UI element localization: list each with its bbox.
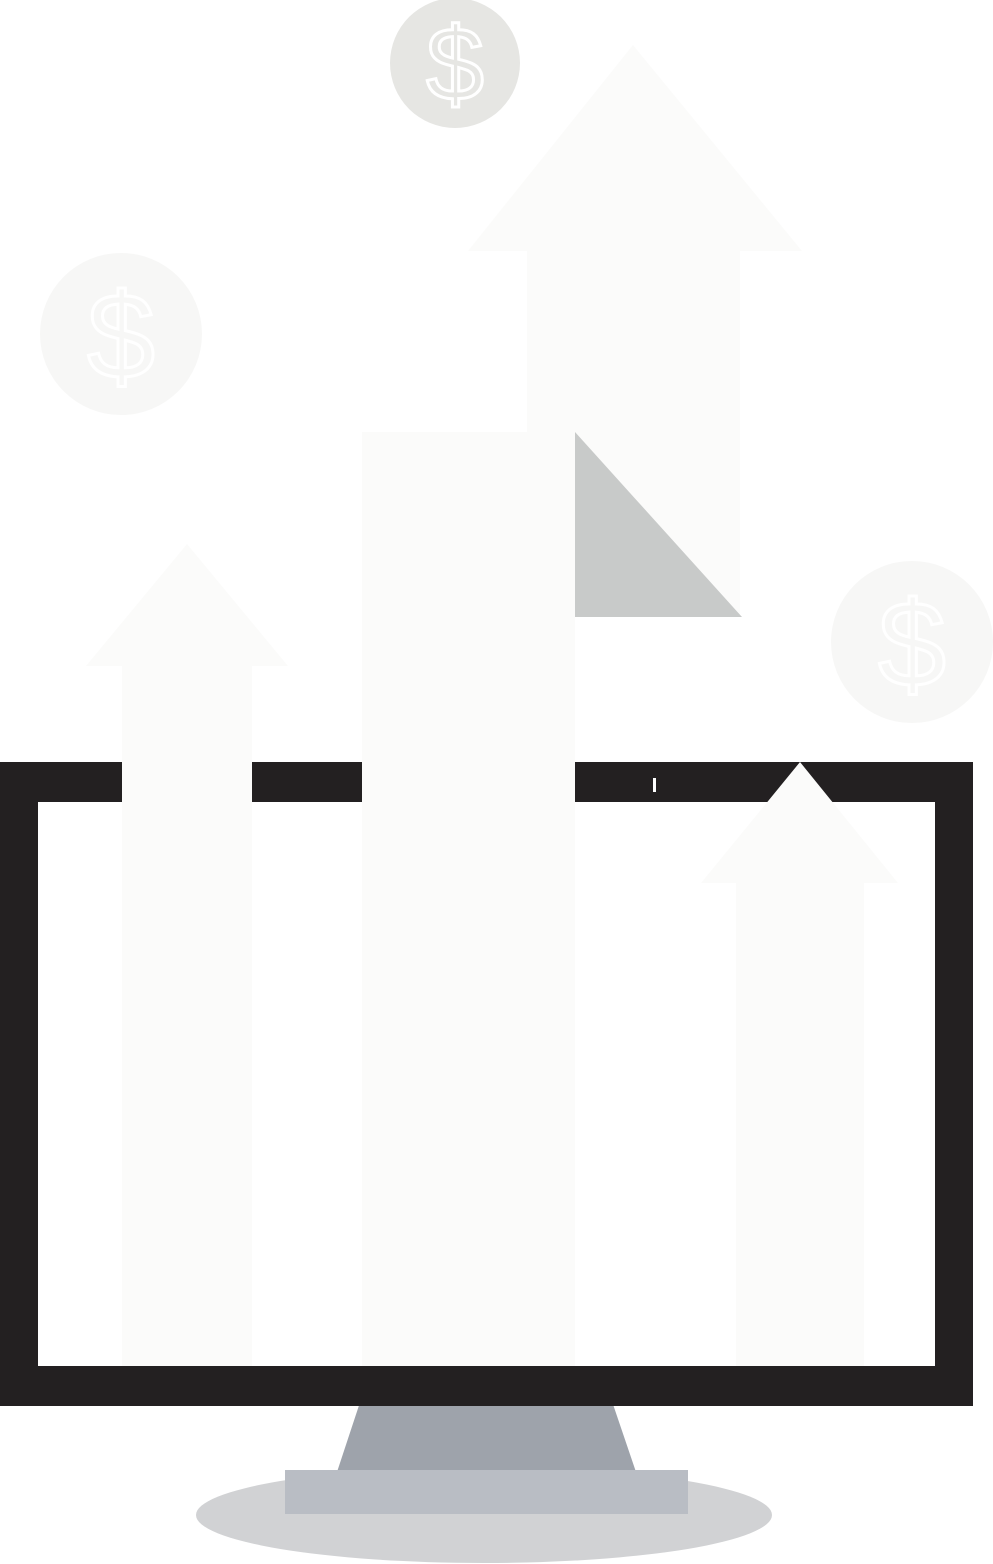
left-arrow	[86, 544, 288, 1366]
dollar-sign: $	[426, 7, 484, 123]
dollar-coin-top: $	[390, 0, 520, 128]
dollar-coin-right: $	[831, 561, 993, 723]
big-arrow-head	[468, 45, 802, 251]
dollar-coin-left: $	[40, 253, 202, 415]
bezel-mark	[653, 778, 656, 792]
dollar-coin-icon	[40, 253, 202, 415]
dollar-coin-icon	[390, 0, 520, 128]
dollar-sign: $	[87, 268, 155, 404]
big-arrow-lower-shaft	[362, 432, 575, 1366]
right-arrow	[701, 762, 898, 1366]
dollar-sign: $	[878, 576, 946, 712]
monitor-stand-base	[285, 1470, 688, 1514]
dollar-coin-icon	[831, 561, 993, 723]
big-arrow-shadow	[575, 432, 742, 617]
